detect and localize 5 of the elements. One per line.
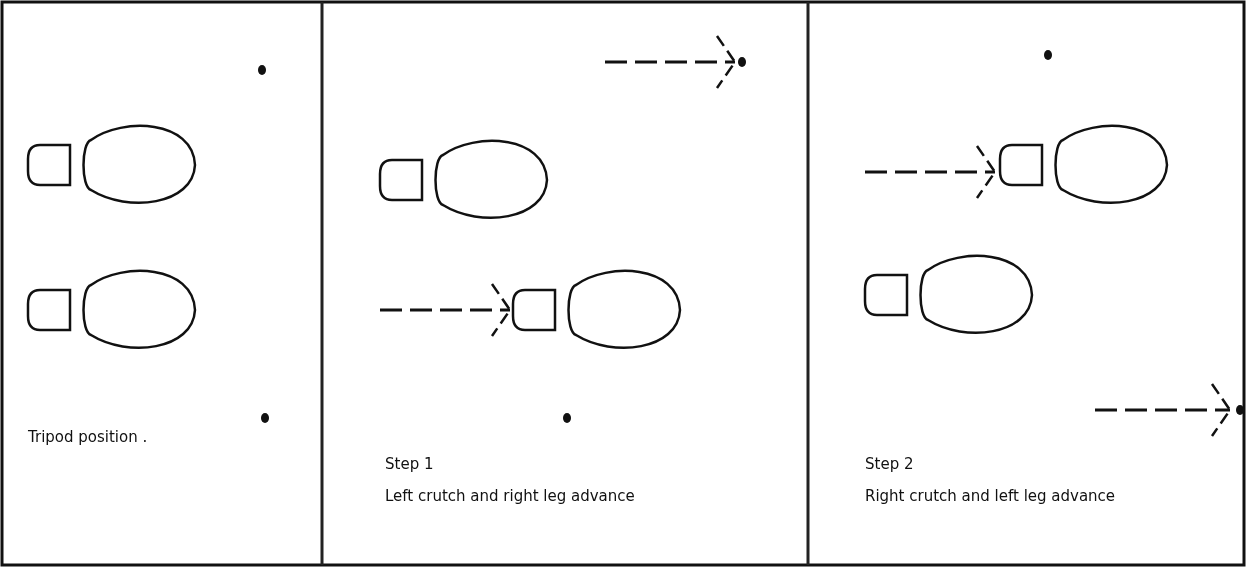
step-heading: Step 2 [865, 455, 914, 473]
step-description: Left crutch and right leg advance [385, 487, 635, 505]
step-description: Right crutch and left leg advance [865, 487, 1116, 505]
step-heading: Step 1 [385, 455, 434, 473]
caption-text: Tripod position . [28, 428, 148, 446]
